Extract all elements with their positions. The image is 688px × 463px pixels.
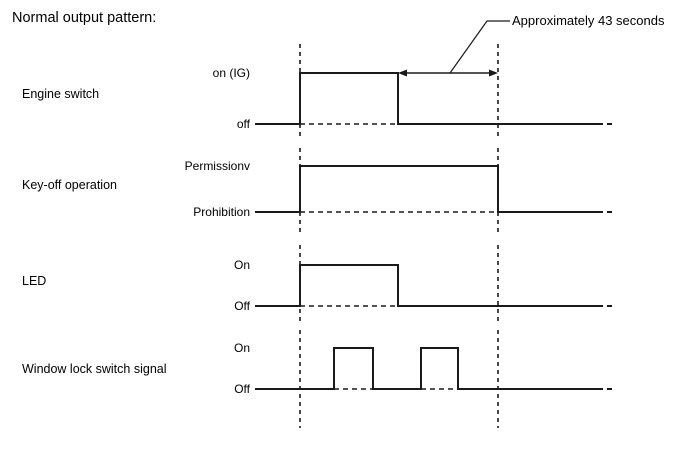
waveform-window-lock-switch-signal (255, 347, 598, 390)
level-label-key-off-operation-high: Permissionv (184, 159, 250, 173)
waveform-led (255, 264, 598, 307)
row-label-key-off-operation: Key-off operation (22, 178, 117, 192)
level-label-led-low: Off (234, 299, 250, 313)
level-label-engine-switch-low: off (236, 117, 250, 131)
level-label-window-lock-high: On (233, 341, 250, 355)
row-label-window-lock-switch-signal: Window lock switch signal (22, 362, 167, 376)
measure-arrowhead-left-icon (398, 69, 407, 77)
level-label-window-lock-low: Off (234, 382, 250, 396)
level-label-led-high: On (233, 258, 250, 272)
waveform-engine-switch (255, 72, 598, 125)
page-title: Normal output pattern: (12, 10, 157, 26)
annotation-label-43-seconds: Approximately 43 seconds (512, 13, 665, 28)
annotation-leader-line (449, 20, 510, 74)
level-label-engine-switch-high: on (IG) (212, 66, 250, 80)
level-label-key-off-operation-low: Prohibition (193, 205, 250, 219)
waveform-key-off-operation (255, 165, 598, 213)
measure-arrowhead-right-icon (489, 69, 498, 77)
row-label-engine-switch: Engine switch (22, 87, 100, 101)
row-label-led: LED (22, 274, 47, 288)
